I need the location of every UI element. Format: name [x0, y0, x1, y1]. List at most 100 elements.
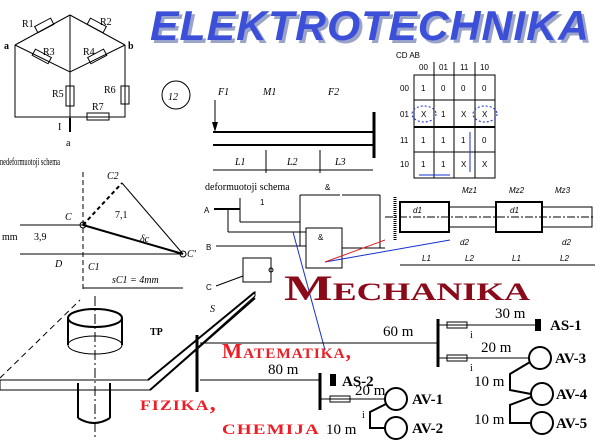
point-d: D — [54, 259, 63, 270]
kmap-cell: X — [461, 160, 467, 169]
heading-electrotechnics: ELEKTROTECHNIKA — [150, 2, 590, 49]
length-l1b: L1 — [512, 254, 521, 263]
point-c-prime: C' — [187, 249, 197, 260]
heading-chemistry: chemija — [222, 415, 320, 439]
kmap-cell: 0 — [461, 84, 466, 93]
moment-mz3: Mz3 — [555, 186, 571, 195]
kmap-cell: 1 — [421, 160, 426, 169]
node-as1: AS-1 — [550, 318, 582, 334]
node-av1: AV-1 — [412, 392, 443, 408]
undeformed-label: nedeformuotoji schema — [0, 157, 60, 168]
kmap-col: 10 — [480, 63, 489, 72]
input-b: B — [206, 243, 211, 252]
length-l2b: L2 — [560, 254, 569, 263]
force-f2: F2 — [327, 87, 339, 98]
node-b: b — [128, 41, 134, 52]
seg-20m-b: 20 m — [355, 383, 386, 399]
span-l3: L3 — [334, 157, 346, 168]
label-r6: R6 — [104, 85, 116, 96]
shaft-diagram: Mz1 Mz2 Mz3 d1 d2 d1 d2 L1 L2 L1 L2 — [385, 186, 595, 266]
logic-circuit: & & A B C 1 — [204, 183, 451, 351]
kmap-cell: X — [461, 110, 467, 119]
heading-mechanics: Mechanika — [284, 268, 530, 308]
deformed-label: deformuotoji schema — [205, 182, 290, 193]
kmap-corner: CD AB — [396, 51, 420, 60]
kmap-cell: X — [421, 110, 427, 119]
point-c1: C1 — [88, 262, 100, 273]
diameter-d2b: d2 — [562, 238, 571, 247]
label-r1: R1 — [22, 19, 34, 30]
span-l2: L2 — [286, 157, 298, 168]
kmap-cell: 1 — [441, 110, 446, 119]
node-av5: AV-5 — [556, 416, 587, 432]
length-l1: L1 — [422, 254, 431, 263]
fuse-label: i — [470, 330, 473, 341]
diameter-d1: d1 — [413, 206, 422, 215]
gate-and-1: & — [325, 183, 331, 192]
kmap-row: 00 — [400, 84, 409, 93]
heading-mathematics: Matematika, — [222, 339, 352, 363]
kmap-row: 11 — [400, 136, 409, 145]
node-av3: AV-3 — [555, 351, 586, 367]
tp-label: TP — [150, 327, 163, 338]
point-c: C — [65, 212, 72, 223]
problem-number: 12 — [168, 92, 178, 103]
node-a: a — [4, 41, 9, 52]
kmap-cell: 0 — [482, 84, 487, 93]
beam-diagram: 12 F1 M1 F2 L1 L2 L3 — [161, 80, 376, 173]
node-av2: AV-2 — [412, 421, 443, 437]
fuse-label: i — [362, 410, 365, 421]
seg-30m: 30 m — [495, 306, 526, 322]
kmap-cell: 1 — [421, 136, 426, 145]
seg-10m-b: 10 m — [474, 412, 505, 428]
kmap-cell: X — [482, 110, 488, 119]
label-r5: R5 — [52, 89, 64, 100]
node-av4: AV-4 — [556, 387, 588, 403]
seg-10m-a: 10 m — [474, 374, 505, 390]
dim-3-9: 3,9 — [34, 232, 47, 243]
unit-mm: mm — [2, 232, 18, 243]
seg-20m-a: 20 m — [481, 340, 512, 356]
resistor-circuit: R1 R2 R3 R4 R5 R6 R7 a b I a — [4, 14, 134, 149]
input-c: C — [206, 283, 212, 292]
heading-physics: fizika, — [140, 391, 217, 415]
span-l1: L1 — [234, 157, 246, 168]
node-as2: AS-2 — [342, 374, 374, 390]
kmap-cell: 0 — [482, 136, 487, 145]
seg-60m: 60 m — [383, 324, 414, 340]
kmap-cell: 1 — [441, 160, 446, 169]
moment-mz2: Mz2 — [509, 186, 525, 195]
input-a: A — [204, 206, 210, 215]
dim-7-1: 7,1 — [115, 210, 128, 221]
kmap-col: 11 — [460, 63, 469, 72]
label-r2: R2 — [100, 17, 112, 28]
point-c2: C2 — [107, 171, 119, 182]
seg-10m-c: 10 m — [326, 422, 357, 438]
node-a-bottom: a — [66, 138, 71, 149]
gate-and-2: & — [318, 233, 324, 242]
displacement-diagram: nedeformuotoji schema deformuotoji schem… — [0, 157, 290, 292]
seg-80m: 80 m — [268, 362, 299, 378]
diameter-d2: d2 — [460, 238, 469, 247]
force-f1: F1 — [217, 87, 229, 98]
diameter-d1b: d1 — [510, 206, 519, 215]
label-r4: R4 — [83, 47, 95, 58]
length-l2: L2 — [465, 254, 474, 263]
moment-m1: M1 — [262, 87, 276, 98]
label-r3: R3 — [43, 47, 55, 58]
kmap-col: 01 — [439, 63, 448, 72]
s-label: S — [210, 304, 215, 315]
label-r7: R7 — [92, 102, 104, 113]
gate-one: 1 — [260, 198, 265, 207]
kmap-row: 01 — [400, 110, 409, 119]
s-dimension: sC1 = 4mm — [112, 275, 159, 286]
kmap-cell: 1 — [461, 136, 466, 145]
fuse-label: i — [470, 363, 473, 374]
kmap-col: 00 — [419, 63, 428, 72]
cable-network: 60 m 30 m 20 m 10 m 10 m 80 m 20 m 10 m … — [200, 306, 588, 440]
kmap-cell: 1 — [441, 136, 446, 145]
current-label: I — [58, 122, 61, 133]
moment-mz1: Mz1 — [462, 186, 477, 195]
